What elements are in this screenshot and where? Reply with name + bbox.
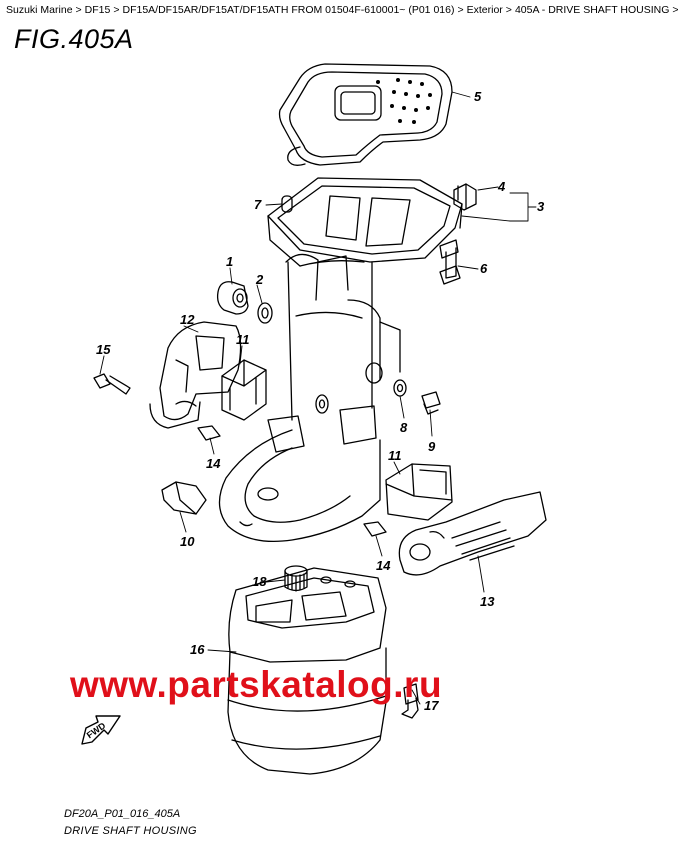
callout-3[interactable]: 3 — [537, 199, 545, 214]
mount-rubber-part-upper[interactable] — [221, 359, 267, 421]
pin-part-lower[interactable] — [363, 521, 387, 537]
breadcrumb-separator: > — [75, 4, 82, 16]
cover-part[interactable] — [161, 481, 207, 515]
seal-ring-part[interactable] — [257, 302, 273, 324]
callout-12[interactable]: 12 — [180, 312, 195, 327]
callout-1[interactable]: 1 — [226, 254, 233, 269]
callout-4[interactable]: 4 — [497, 179, 506, 194]
breadcrumb-item-suzuki-marine[interactable]: Suzuki Marine — [6, 4, 73, 16]
breadcrumb-item-drive-shaft-housing[interactable]: 405A - DRIVE SHAFT HOUSING — [514, 4, 670, 16]
callout-11-upper[interactable]: 11 — [236, 332, 250, 347]
lower-mount-bracket-part[interactable] — [398, 491, 547, 576]
callout-13[interactable]: 13 — [480, 594, 495, 609]
breadcrumb-separator: > — [672, 4, 679, 16]
drive-shaft-housing-part[interactable] — [218, 177, 463, 543]
callout-2[interactable]: 2 — [255, 272, 264, 287]
breadcrumb-item-df15[interactable]: DF15 — [84, 4, 111, 16]
callout-14-lower[interactable]: 14 — [376, 558, 391, 573]
breadcrumb-separator: > — [457, 4, 464, 16]
breadcrumb-item-model[interactable]: DF15A/DF15AR/DF15AT/DF15ATH FROM 01504F-… — [122, 4, 455, 16]
callout-15[interactable]: 15 — [96, 342, 111, 357]
callout-5[interactable]: 5 — [474, 89, 482, 104]
mount-bracket-part[interactable] — [149, 321, 242, 429]
parts-diagram: FWD 5 4 3 6 7 1 2 12 15 11 14 — [81, 63, 547, 775]
figure-title: FIG.405A — [14, 24, 134, 54]
callout-16[interactable]: 16 — [190, 642, 205, 657]
callout-6[interactable]: 6 — [480, 261, 488, 276]
breadcrumb-item-exterior[interactable]: Exterior — [466, 4, 503, 16]
callout-17[interactable]: 17 — [424, 698, 439, 713]
housing-case-part[interactable] — [227, 567, 387, 775]
callout-18[interactable]: 18 — [252, 574, 267, 589]
grommet-part[interactable] — [216, 281, 249, 315]
screw-part-9[interactable] — [421, 391, 441, 415]
callout-11-lower[interactable]: 11 — [388, 448, 402, 463]
callout-7[interactable]: 7 — [254, 197, 262, 212]
cap-part[interactable] — [284, 565, 308, 592]
mount-rubber-part-lower[interactable] — [385, 463, 453, 521]
figure-caption: DRIVE SHAFT HOUSING — [64, 825, 197, 837]
forward-arrow-icon: FWD — [81, 715, 121, 745]
gasket-part[interactable] — [278, 63, 453, 166]
bolt-part-6[interactable] — [439, 239, 461, 285]
washer-part[interactable] — [393, 379, 407, 397]
breadcrumb: Suzuki Marine>DF15>DF15A/DF15AR/DF15AT/D… — [6, 4, 679, 17]
breadcrumb-separator: > — [113, 4, 120, 16]
plug-part[interactable] — [453, 183, 477, 211]
callout-9[interactable]: 9 — [428, 439, 436, 454]
leader-lines — [99, 91, 537, 705]
bolt-part-15[interactable] — [93, 373, 131, 395]
pin-part-upper[interactable] — [197, 425, 221, 441]
callout-10[interactable]: 10 — [180, 534, 195, 549]
callout-numbers: 5 4 3 6 7 1 2 12 15 11 14 8 9 11 10 14 1… — [96, 89, 545, 713]
watermark-text: www.partskatalog.ru — [70, 664, 443, 705]
figure-code: DF20A_P01_016_405A — [64, 808, 181, 820]
breadcrumb-separator: > — [505, 4, 512, 16]
callout-8[interactable]: 8 — [400, 420, 408, 435]
callout-14-upper[interactable]: 14 — [206, 456, 221, 471]
